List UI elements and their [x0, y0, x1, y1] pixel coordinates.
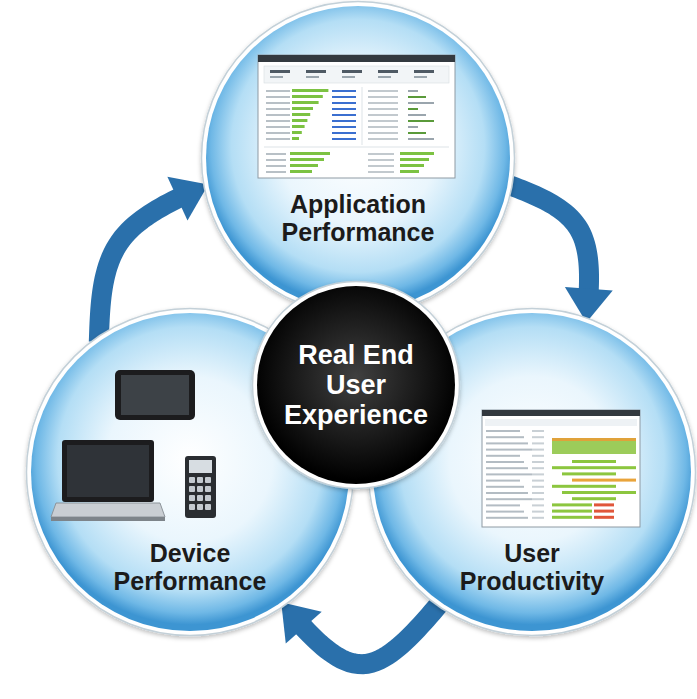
circle-label: Application Performance	[263, 190, 453, 246]
circle-rim	[369, 309, 696, 636]
circle-label: User Productivity	[437, 539, 627, 595]
arrow-group	[508, 184, 613, 322]
circle-label: Device Performance	[95, 539, 285, 595]
circle-rim	[253, 282, 460, 489]
illustration	[482, 410, 640, 527]
arrow-head	[167, 177, 208, 221]
illustration	[51, 370, 216, 521]
circle-fill	[257, 286, 455, 484]
segment-circle: Application Performance	[200, 0, 516, 316]
arrow-group	[281, 602, 441, 664]
circle-fill	[31, 313, 349, 631]
circle-rim	[27, 309, 354, 636]
hub-label: Real End User Experience	[276, 340, 436, 431]
circle-shape	[200, 0, 516, 316]
cycle-arrow	[301, 602, 441, 664]
hub-circle: Real End User Experience	[251, 280, 461, 490]
circle-rim	[202, 2, 515, 315]
illustration	[258, 55, 455, 178]
circle-fill	[373, 313, 691, 631]
circle-fill	[206, 6, 510, 310]
cycle-arrow	[508, 184, 589, 292]
arrow-head	[281, 602, 322, 643]
